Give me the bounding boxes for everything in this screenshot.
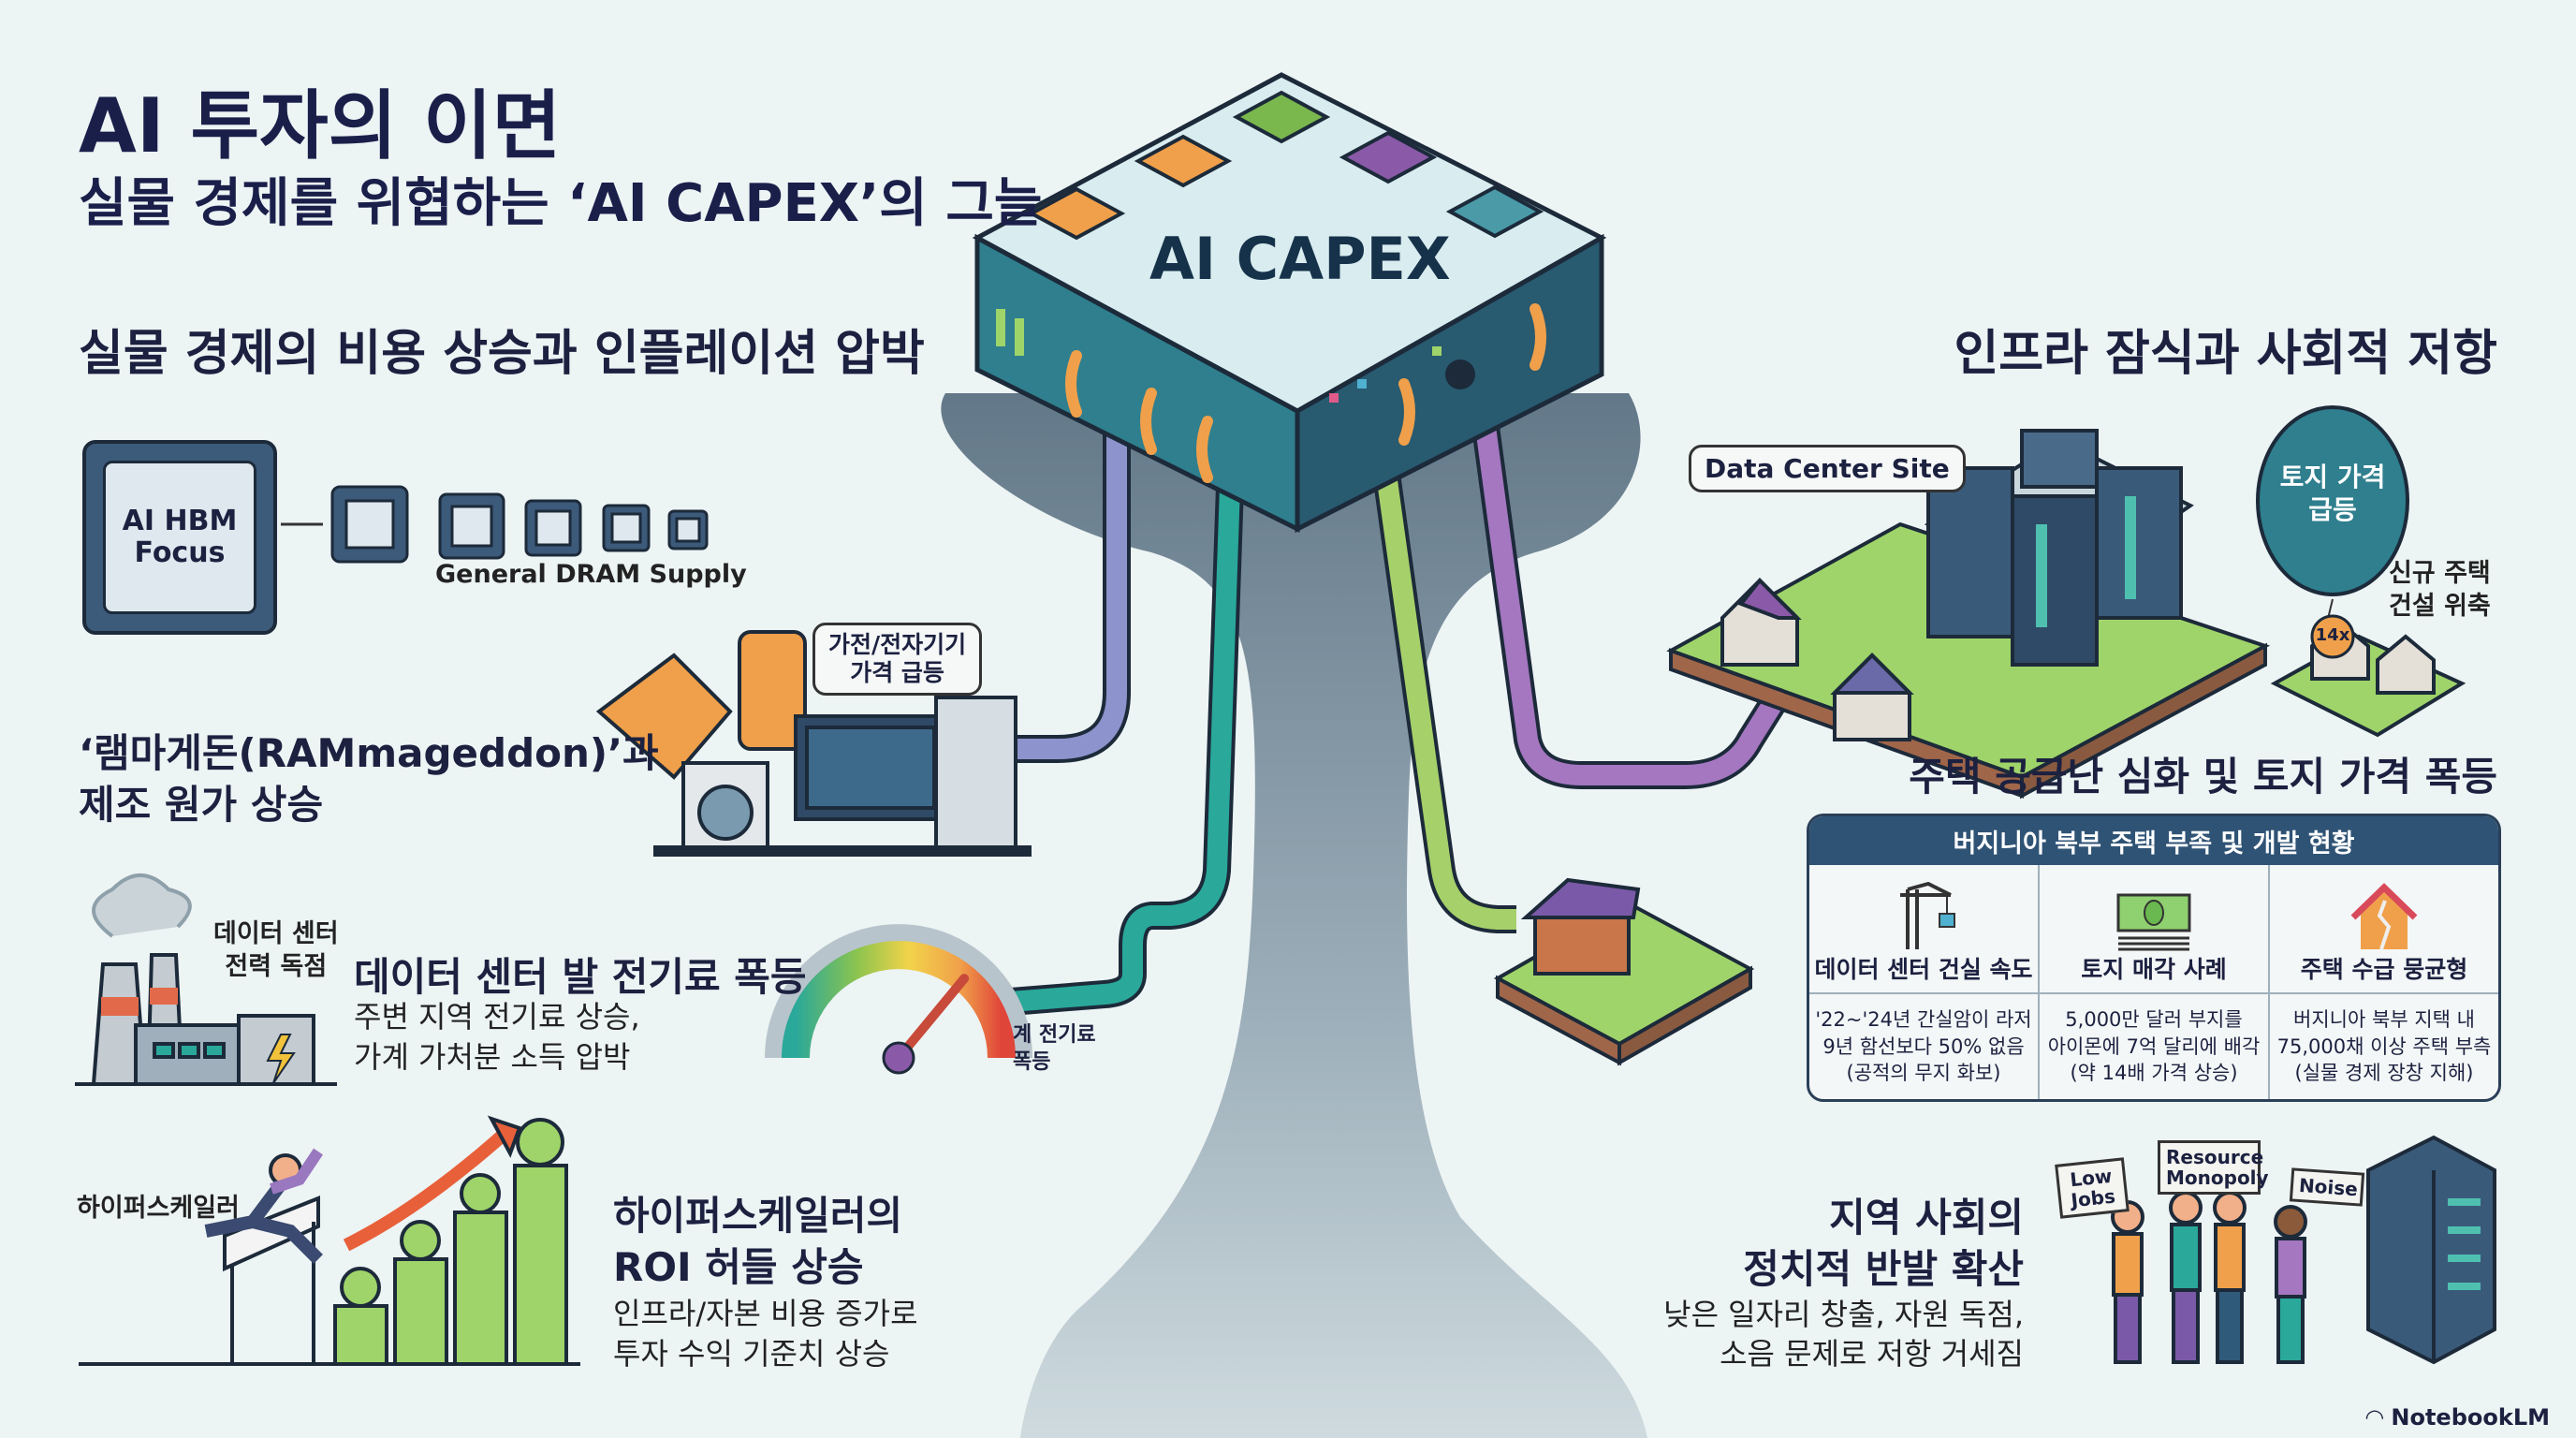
page-title: AI 투자의 이면 [79,82,562,169]
cracked-house-icon [2350,883,2418,950]
gauge-needle [894,974,970,1063]
ai-capex-box [972,72,1607,534]
data-center-site-bubble: Data Center Site [1689,445,1966,492]
processor-chip-icon [1134,134,1233,188]
notebooklm-brand: ◠ NotebookLM [2365,1404,2550,1431]
protest-sign: Low Jobs [2055,1157,2130,1219]
electricity-gauge [765,924,1032,1075]
right-section-heading: 인프라 잠식과 사회적 저항 [1954,326,2497,382]
protest-sign: Resource Monopoly [2158,1140,2269,1195]
processor-chip-icon [1027,186,1126,241]
protest-sign: Noise [2289,1167,2365,1207]
appliances-illustration [595,630,1032,857]
data-center-site-illustration [1666,429,2466,800]
page-subtitle: 실물 경제를 위협하는 ‘AI CAPEX’의 그늘 [79,173,1043,234]
processor-chip-icon [1232,90,1331,144]
dram-chips [330,485,709,564]
electricity-desc: 주변 지역 전기료 상승,가계 가처분 소득 압박 [354,999,640,1076]
money-icon [2116,893,2191,951]
roi-hurdle-illustration [79,1115,580,1366]
electricity-heading: 데이터 센터 발 전기료 폭등 [354,954,807,1000]
protesters-illustration [2111,1135,2496,1365]
balloon-badge: 14x [2315,625,2350,645]
hyperscaler-label: 하이퍼스케일러 [77,1194,240,1223]
processor-chip-icon [1445,184,1544,239]
protest-desc: 낮은 일자리 창출, 자원 독점,소음 문제로 저항 거세짐 [1663,1297,2024,1372]
processor-chip-icon [1339,130,1438,184]
tree-shadow [941,393,1647,1438]
house-illustration [1493,877,1755,1066]
crane-icon [1900,882,1955,949]
ai-capex-label: AI CAPEX [1149,225,1451,293]
table-title: 버지니아 북부 주택 부족 및 개발 현황 [1809,816,2498,865]
left-section-heading: 실물 경제의 비용 상승과 인플레이션 압박 [79,326,925,382]
land-price-balloon [2256,405,2409,659]
price-tag-icon [595,653,733,780]
housing-heading: 주택 공급난 심화 및 토지 가격 폭등 [1909,754,2497,800]
dram-supply-label: General DRAM Supply [435,560,747,589]
virginia-housing-table: 버지니아 북부 주택 부족 및 개발 현황 데이터 센터 건실 속도 '22~'… [1807,814,2501,1102]
power-plant-illustration [75,873,337,1086]
